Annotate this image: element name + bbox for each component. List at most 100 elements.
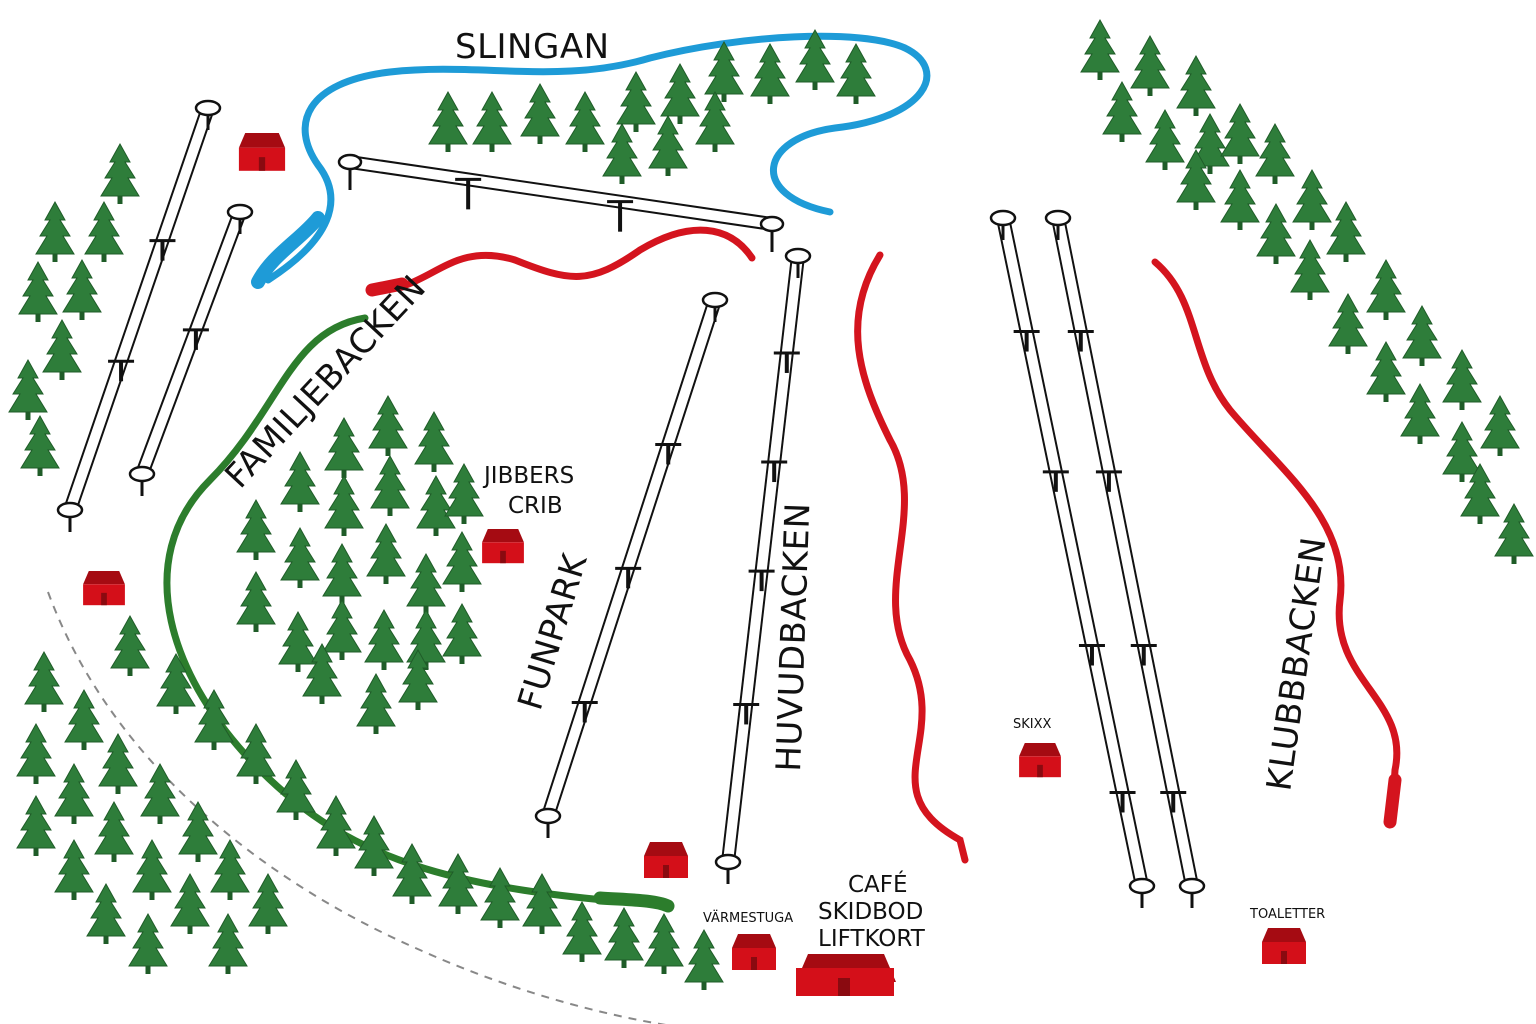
lift-tower-icon <box>1109 790 1136 813</box>
tree-icon <box>1255 123 1295 185</box>
chairlift[interactable] <box>534 291 729 838</box>
buildings-layer <box>83 133 1306 996</box>
blue-run-slingan[interactable] <box>264 32 931 284</box>
lift-tower-icon <box>455 177 482 210</box>
lift-station-icon <box>989 209 1017 240</box>
tree-icon <box>322 543 362 605</box>
lift-tower-icon <box>149 239 176 261</box>
lift-station-icon <box>714 853 742 884</box>
tree-icon <box>280 527 320 589</box>
tree-icon <box>522 873 562 935</box>
tree-icon <box>16 723 56 785</box>
lift-tower-icon <box>1130 644 1157 666</box>
tree-icon <box>1494 503 1534 565</box>
label-cafe: CAFÉ <box>848 870 908 898</box>
slope-label-familjebacken: FAMILJEBACKEN <box>217 268 434 496</box>
lift-tower-icon <box>761 460 788 483</box>
tree-icon <box>1400 383 1440 445</box>
tree-icon <box>520 83 560 145</box>
lift-station-icon <box>1178 877 1206 908</box>
tree-icon <box>1480 395 1520 457</box>
lift-tower-icon <box>1095 470 1122 492</box>
tree-icon <box>1292 169 1332 231</box>
red-run-klubbbacken[interactable] <box>1151 258 1401 824</box>
tree-icon <box>42 319 82 381</box>
cabin-icon[interactable] <box>482 529 524 564</box>
tree-icon <box>428 91 468 153</box>
tree-icon <box>616 71 656 133</box>
label-crib: CRIB <box>508 493 563 519</box>
lift-station-icon <box>784 247 812 278</box>
tree-icon <box>406 553 446 615</box>
lifts-layer <box>56 99 1206 908</box>
green-run-familjebacken[interactable] <box>163 314 669 909</box>
lift-station-icon <box>1128 877 1156 908</box>
tree-icon <box>644 913 684 975</box>
tree-icon <box>16 795 56 857</box>
cafe-building-icon[interactable] <box>796 954 896 996</box>
lift-station-icon <box>759 215 785 252</box>
red-run-middle[interactable] <box>854 251 969 864</box>
cabin-icon[interactable] <box>1019 743 1061 778</box>
tree-icon <box>322 599 362 661</box>
tree-icon <box>368 395 408 457</box>
chairlift[interactable] <box>56 99 222 532</box>
label-liftkort: LIFTKORT <box>818 926 926 952</box>
tree-icon <box>1176 55 1216 117</box>
cabin-icon[interactable] <box>83 571 125 606</box>
tree-icon <box>472 91 512 153</box>
lift-station-icon <box>337 153 363 190</box>
tree-icon <box>84 201 124 263</box>
red-run-top[interactable] <box>374 226 756 294</box>
tree-icon <box>604 907 644 969</box>
tree-icon <box>1145 109 1185 171</box>
lift-station-icon <box>128 465 156 496</box>
cabin-icon[interactable] <box>732 934 776 970</box>
tree-icon <box>392 843 432 905</box>
tree-icon <box>356 673 396 735</box>
tree-icon <box>684 929 724 991</box>
tree-icon <box>316 795 356 857</box>
tree-icon <box>444 463 484 525</box>
lift-tower-icon <box>1042 470 1069 492</box>
lift-tower-icon <box>615 566 642 589</box>
tree-icon <box>8 359 48 421</box>
lift-tower-icon <box>733 702 760 725</box>
chairlift[interactable] <box>128 203 254 496</box>
lift-tower-icon <box>655 442 682 465</box>
tree-icon <box>280 451 320 513</box>
tree-icon <box>18 261 58 323</box>
tree-icon <box>1220 103 1260 165</box>
chairlift[interactable] <box>989 209 1156 908</box>
tree-icon <box>98 733 138 795</box>
lift-tower-icon <box>607 200 634 232</box>
tree-icon <box>156 653 196 715</box>
slope-label-klubbbacken: KLUBBBACKEN <box>1259 535 1334 794</box>
tree-icon <box>750 43 790 105</box>
lift-tower-icon <box>571 700 598 723</box>
lift-station-icon <box>1044 209 1072 240</box>
label-toaletter: TOALETTER <box>1249 907 1325 922</box>
walking-path <box>47 591 667 1024</box>
tree-icon <box>20 415 60 477</box>
chairlift-slingan[interactable] <box>337 153 785 252</box>
cabin-icon[interactable] <box>644 842 688 878</box>
tree-icon <box>1328 293 1368 355</box>
tree-icon <box>1102 81 1142 143</box>
cabin-icon[interactable] <box>238 133 286 171</box>
lift-tower-icon <box>108 359 135 382</box>
tree-icon <box>35 201 75 263</box>
tree-icon <box>836 43 876 105</box>
chairlift[interactable] <box>714 247 812 884</box>
slope-label-huvudbacken: HUVUDBACKEN <box>769 502 818 772</box>
tree-icon <box>370 455 410 517</box>
tree-icon <box>24 651 64 713</box>
tree-icon <box>602 123 642 185</box>
tree-icon <box>324 417 364 479</box>
tree-icon <box>648 115 688 177</box>
chairlift[interactable] <box>1044 209 1206 908</box>
tree-icon <box>565 91 605 153</box>
tree-icon <box>416 475 456 537</box>
cabin-icon[interactable] <box>1262 928 1306 964</box>
label-skidbod: SKIDBOD <box>818 899 923 925</box>
